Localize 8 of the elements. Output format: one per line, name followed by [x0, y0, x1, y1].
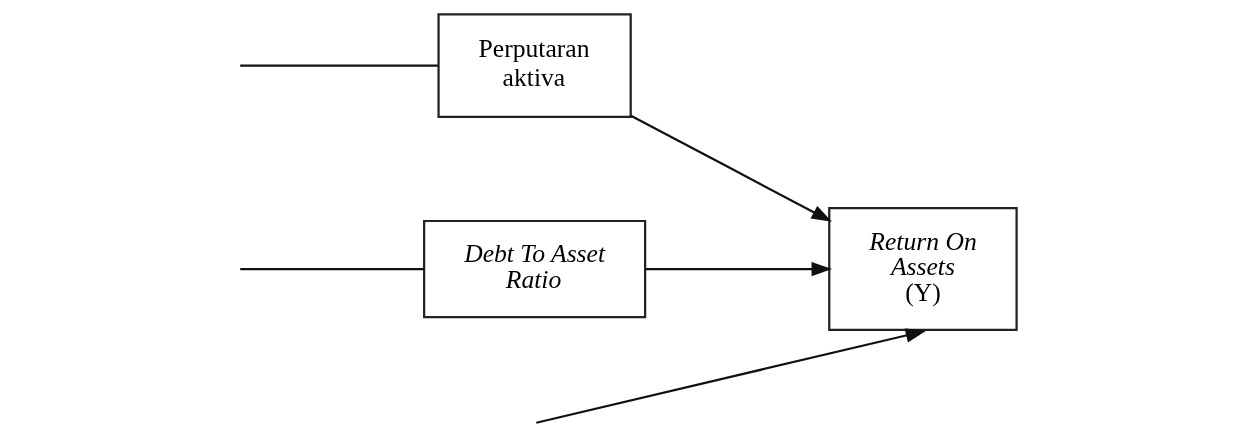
- arrow: [535, 328, 926, 424]
- node-box: Perputaran aktiva: [436, 13, 632, 119]
- arrow: [645, 261, 832, 277]
- node-box: Debt To Asset Ratio: [422, 219, 646, 319]
- connector: [239, 267, 424, 271]
- connector: [239, 64, 438, 67]
- node-box: Return On Assets (Y): [827, 207, 1018, 331]
- arrow: [629, 114, 832, 222]
